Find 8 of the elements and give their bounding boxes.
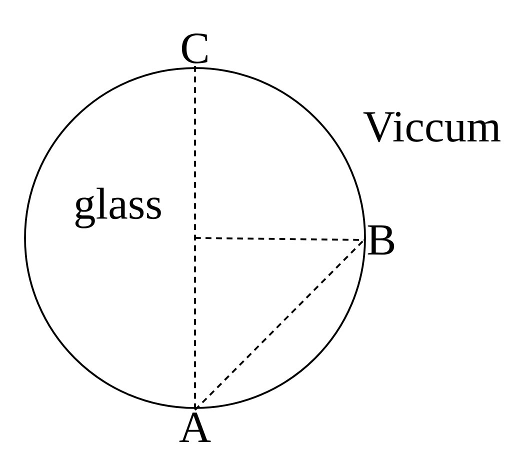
point-label: B [368,225,394,255]
point-label: A [179,412,211,442]
point-label: C [182,34,208,64]
dashed-line [195,237,364,241]
text-label: glass [75,188,161,228]
dashed-line [194,239,365,411]
dashed-line [194,66,196,410]
text-label: Viccum [363,112,500,142]
